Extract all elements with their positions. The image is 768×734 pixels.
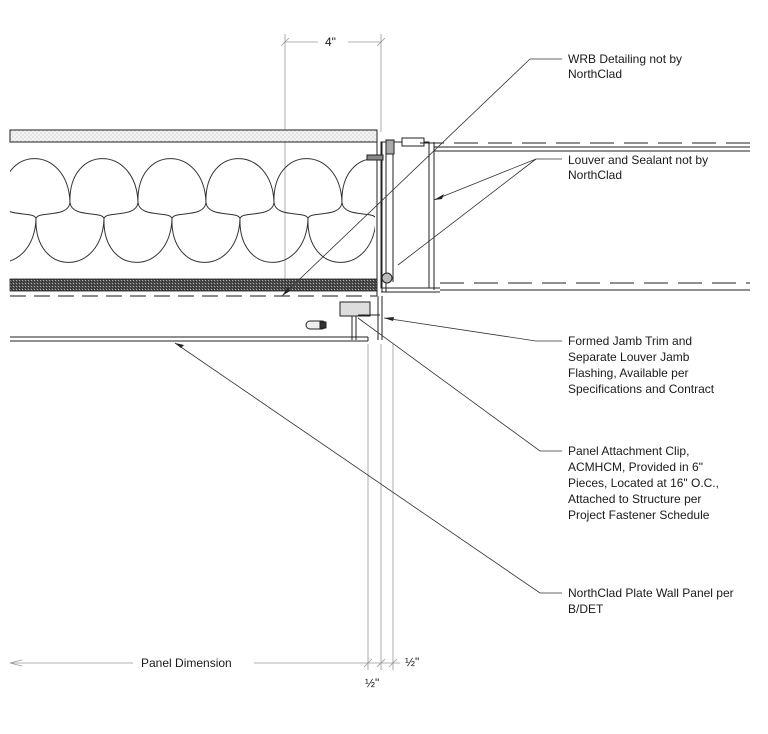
callout-clip-line4: Attached to Structure per xyxy=(568,492,702,506)
leader-louver-a xyxy=(433,158,562,201)
callout-jamb-trim-line4: Specifications and Contract xyxy=(568,382,715,396)
leader-panel xyxy=(174,342,562,594)
callout-jamb-trim-line1: Formed Jamb Trim and xyxy=(568,334,693,348)
callout-jamb-trim-line2: Separate Louver Jamb xyxy=(568,350,690,364)
callout-panel: NorthClad Plate Wall Panel per B/DET xyxy=(568,585,734,617)
jamb-framing xyxy=(366,130,440,296)
panel-dimension-label: Panel Dimension xyxy=(141,656,232,670)
callout-louver-line2: NorthClad xyxy=(568,168,623,182)
half-inch-bottom-label: ½" xyxy=(365,676,380,690)
callout-wrb-line2: NorthClad xyxy=(568,67,623,81)
callout-clip-line1: Panel Attachment Clip, xyxy=(568,444,690,458)
leader-jamb-trim xyxy=(383,317,562,342)
callout-clip-line5: Project Fastener Schedule xyxy=(568,508,710,522)
callout-louver-line1: Louver and Sealant not by xyxy=(568,153,709,167)
leader-arrowheads xyxy=(175,194,444,348)
bottom-extension-lines xyxy=(367,344,394,670)
exterior-sheathing xyxy=(9,129,378,143)
callout-clip-line3: Pieces, Located at 16" O.C., xyxy=(568,476,720,490)
rigid-insulation-layer xyxy=(9,278,378,292)
callout-jamb-trim: Formed Jamb Trim and Separate Louver Jam… xyxy=(568,333,714,397)
louver-frame xyxy=(420,142,750,291)
callout-clip-line2: ACMHCM, Provided in 6" xyxy=(568,460,703,474)
callout-louver: Louver and Sealant not by NorthClad xyxy=(568,153,708,183)
top-dimension xyxy=(280,34,386,280)
half-inch-right-label: ½" xyxy=(405,655,420,669)
callout-clip: Panel Attachment Clip, ACMHCM, Provided … xyxy=(568,443,719,523)
leader-lines xyxy=(174,58,562,594)
callout-wrb: WRB Detailing not by NorthClad xyxy=(568,52,682,82)
panel-dimension-line xyxy=(9,658,400,668)
leader-clip xyxy=(357,317,562,452)
callout-panel-line1: NorthClad Plate Wall Panel per xyxy=(568,586,734,600)
batt-insulation xyxy=(10,158,375,263)
callout-jamb-trim-line3: Flashing, Available per xyxy=(568,366,689,380)
top-dimension-label: 4" xyxy=(325,35,336,49)
leader-wrb xyxy=(281,58,562,297)
callout-panel-line2: B/DET xyxy=(568,602,604,616)
callout-wrb-line1: WRB Detailing not by xyxy=(568,52,683,66)
plate-wall-panel xyxy=(10,336,369,342)
panel-attachment-clip xyxy=(305,296,383,340)
batt-loops xyxy=(10,158,375,263)
leader-louver-b xyxy=(397,158,537,266)
